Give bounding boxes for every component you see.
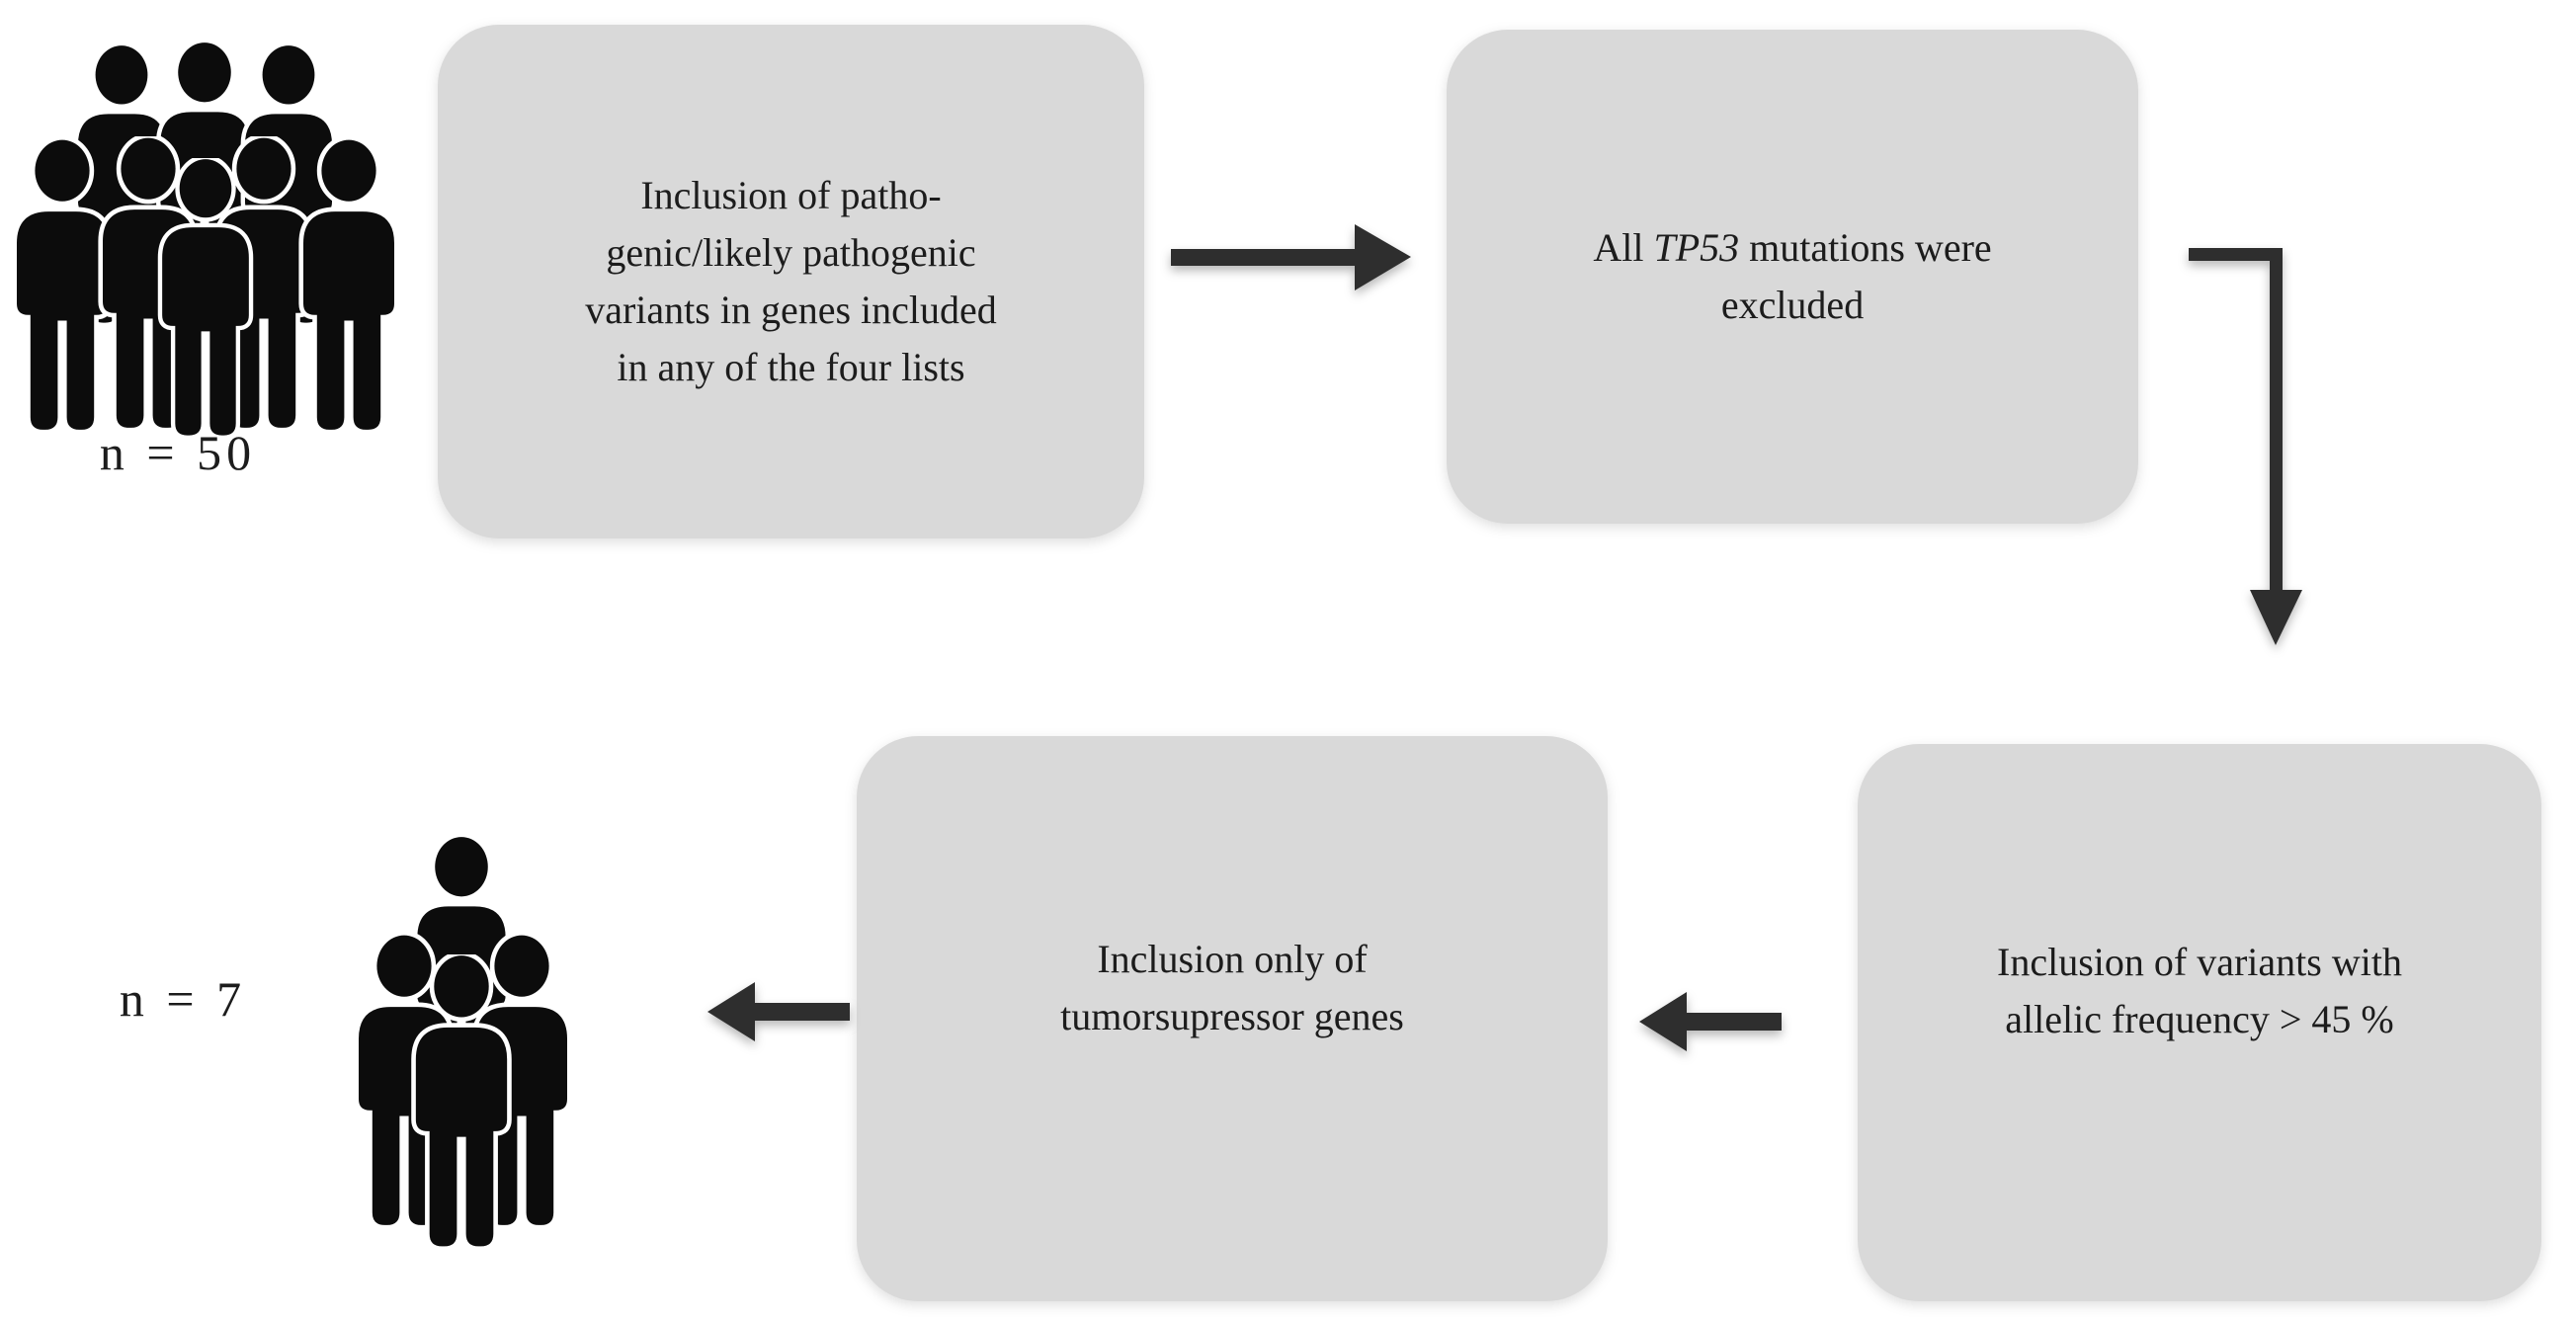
step-text-line: Inclusion only of <box>1097 937 1368 981</box>
step-text-line: variants in genes included <box>585 288 997 332</box>
end-count-label: n = 7 <box>119 971 247 1027</box>
start-count-label: n = 50 <box>99 425 257 480</box>
crowd-eight-people-icon <box>5 38 450 443</box>
step-box-allelic-frequency: Inclusion of variants with allelic frequ… <box>1858 744 2541 1301</box>
step-text-line: allelic frequency > 45 % <box>2005 997 2394 1041</box>
gene-name-italic: TP53 <box>1653 225 1740 270</box>
step-box-tp53-excluded: All TP53 mutations were excluded <box>1447 30 2138 524</box>
arrow-right-icon <box>1171 224 1411 290</box>
step-text-line: excluded <box>1720 283 1865 327</box>
step-text-line: All TP53 mutations were <box>1593 225 1992 270</box>
step-text-line: Inclusion of patho- <box>640 173 942 217</box>
step-box-pathogenic-variants: Inclusion of patho- genic/likely pathoge… <box>438 25 1144 538</box>
step-text-line: in any of the four lists <box>617 345 965 389</box>
step-text-line: tumorsupressor genes <box>1060 994 1404 1038</box>
arrow-elbow-down-icon <box>2189 248 2302 645</box>
arrow-left-icon <box>1639 992 1782 1051</box>
step-text-line: genic/likely pathogenic <box>606 230 976 275</box>
crowd-four-people-icon <box>351 830 568 1255</box>
step-text-line: Inclusion of variants with <box>1997 940 2402 984</box>
step-box-tumorsuppressor-genes: Inclusion only of tumorsupressor genes <box>857 736 1608 1301</box>
arrow-left-icon <box>707 982 850 1041</box>
